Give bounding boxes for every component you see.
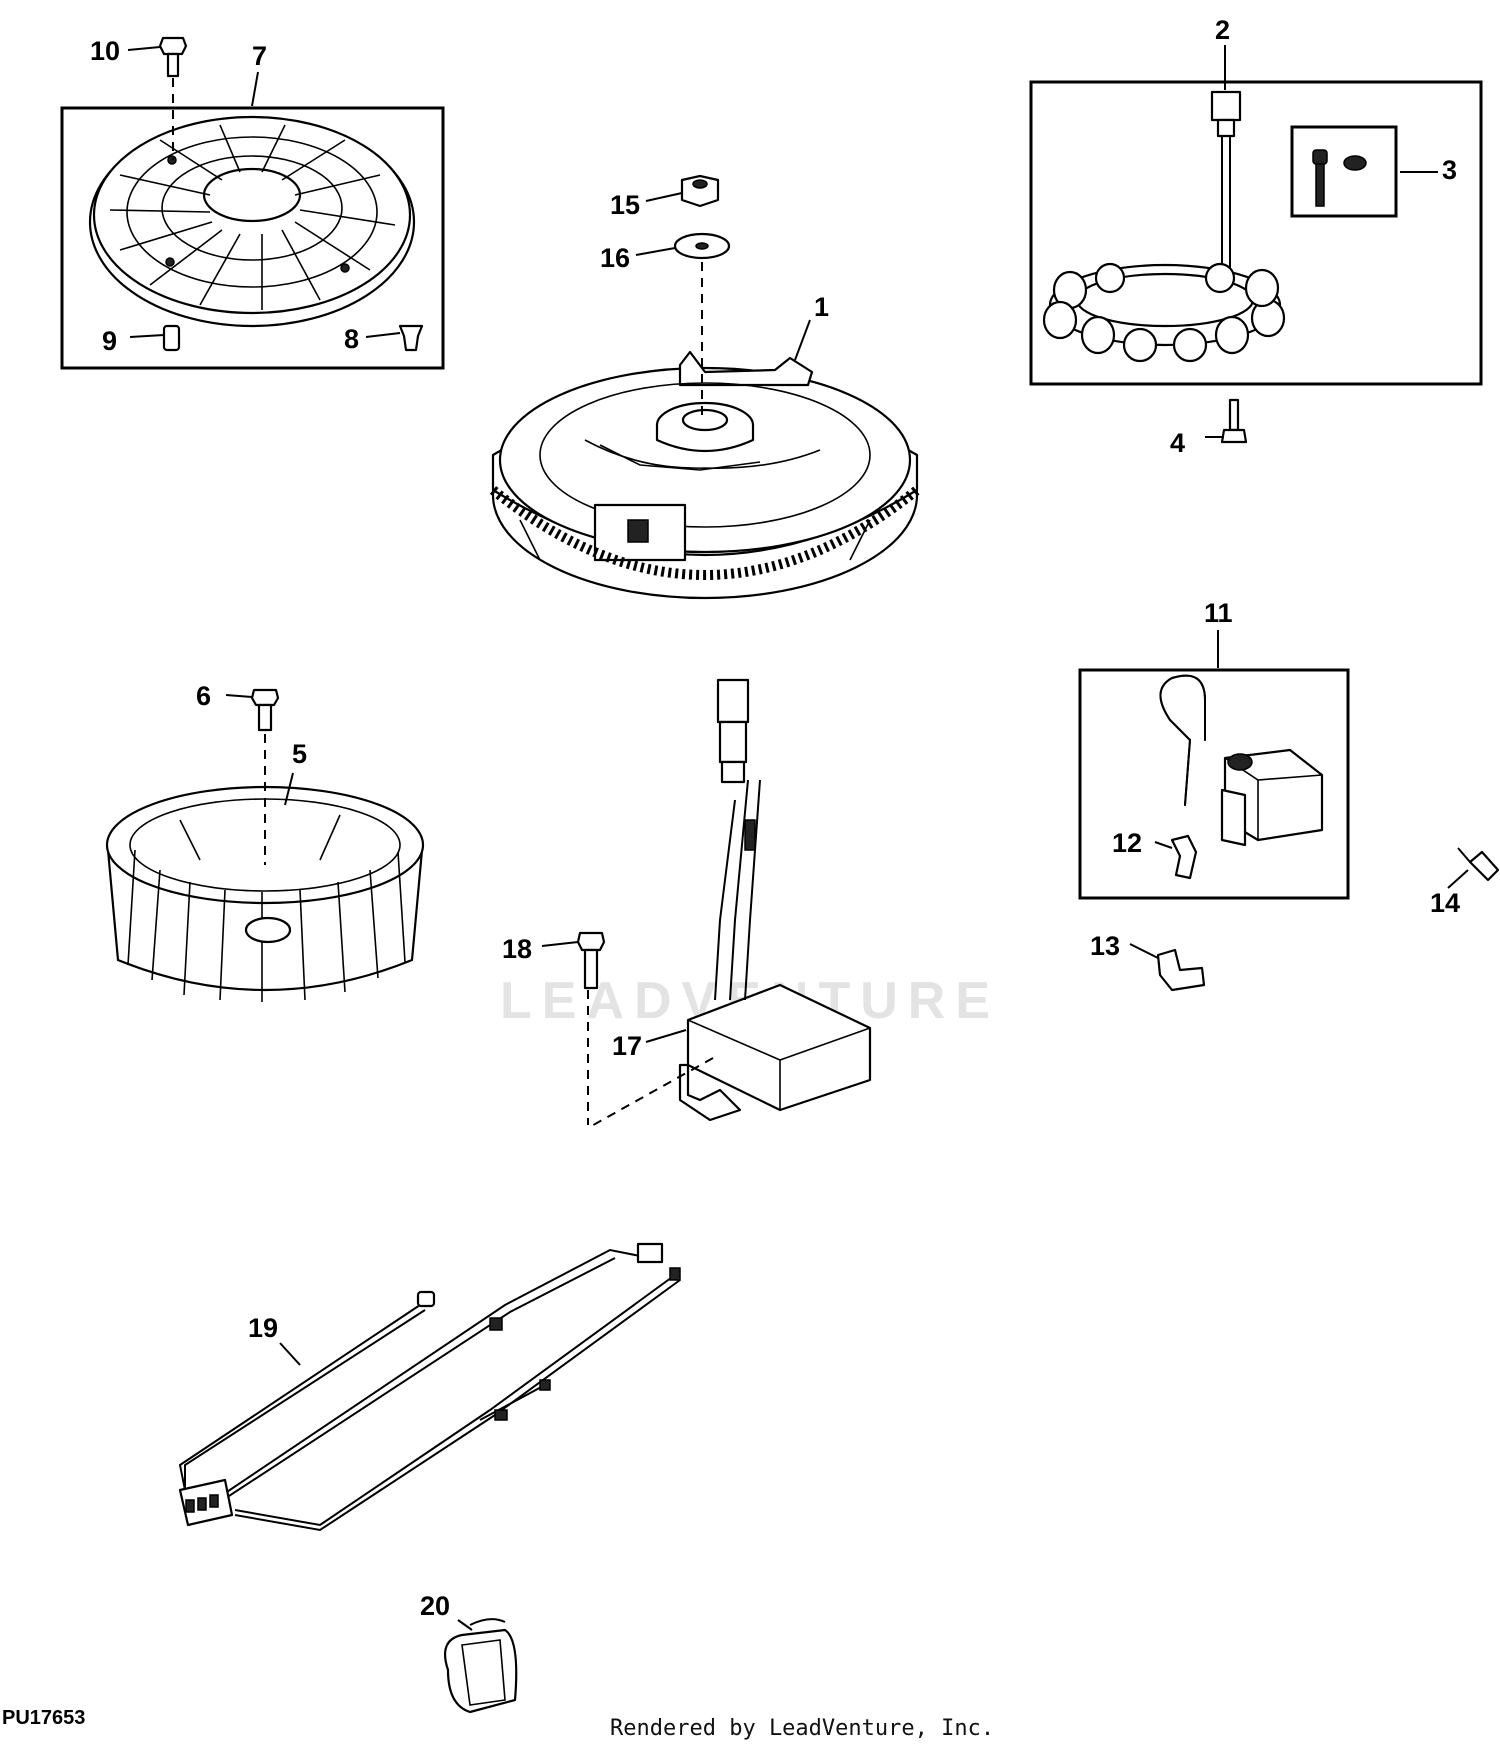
callout-13: 13 — [1090, 931, 1120, 961]
callout-4: 4 — [1170, 428, 1185, 458]
part-13-boot[interactable] — [1156, 948, 1206, 992]
part-10-bolt[interactable] — [158, 36, 188, 78]
callout-10: 10 — [90, 36, 120, 66]
part-5-fan[interactable] — [105, 785, 425, 1002]
callout-7: 7 — [252, 41, 267, 71]
callout-18: 18 — [502, 934, 532, 964]
part-14-bolt[interactable] — [1457, 847, 1500, 882]
leader-lines — [127, 45, 1469, 1631]
callout-2: 2 — [1215, 15, 1230, 45]
part-19-wiring-harness[interactable] — [178, 1242, 681, 1532]
callout-16: 16 — [600, 243, 630, 273]
part-2-stator[interactable] — [1029, 80, 1483, 386]
part-11-ignition-coil[interactable] — [1078, 668, 1350, 900]
callout-17: 17 — [612, 1031, 642, 1061]
callout-19: 19 — [248, 1313, 278, 1343]
part-4-bolt[interactable] — [1220, 398, 1248, 444]
part-8-plug[interactable] — [398, 324, 424, 352]
callout-15: 15 — [610, 190, 640, 220]
part-1-flywheel[interactable] — [489, 350, 921, 600]
part-20-clamp[interactable] — [444, 1618, 518, 1714]
render-credit: Rendered by LeadVenture, Inc. — [610, 1716, 994, 1741]
part-16-washer[interactable] — [673, 232, 731, 260]
part-9-spacer[interactable] — [162, 324, 181, 352]
part-12-spark-plug-clip[interactable] — [1170, 834, 1198, 880]
part-15-nut[interactable] — [680, 174, 720, 208]
callout-3: 3 — [1442, 155, 1457, 185]
callout-6: 6 — [196, 681, 211, 711]
part-6-bolt[interactable] — [250, 688, 280, 732]
diagram-code: PU17653 — [2, 1707, 85, 1729]
callouts: 1 2 3 4 5 6 7 8 9 10 11 12 13 14 15 16 1… — [90, 15, 1460, 1621]
callout-9: 9 — [102, 326, 117, 356]
callout-5: 5 — [292, 739, 307, 769]
callout-12: 12 — [1112, 828, 1142, 858]
callout-11: 11 — [1204, 598, 1233, 628]
part-3-screw-kit[interactable] — [1312, 149, 1367, 207]
part-7-fan-screen[interactable] — [60, 106, 445, 370]
callout-20: 20 — [420, 1591, 450, 1621]
callout-1: 1 — [814, 292, 829, 322]
callout-8: 8 — [344, 324, 359, 354]
callout-14: 14 — [1430, 888, 1460, 918]
part-17-regulator[interactable] — [587, 678, 872, 1129]
